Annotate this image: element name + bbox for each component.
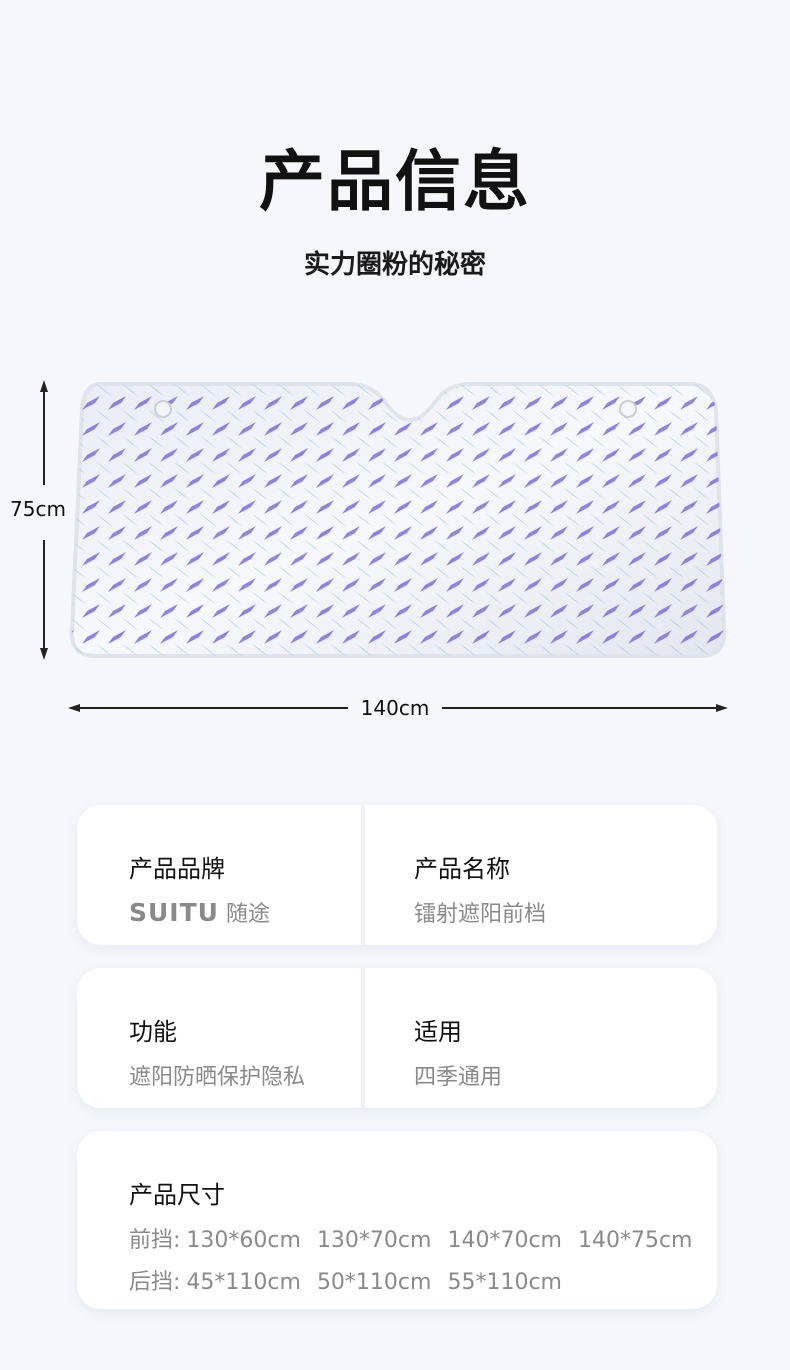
width-arrow <box>68 704 728 712</box>
brand-label: 产品品牌 <box>129 855 225 883</box>
usage-cell: 适用 四季通用 <box>414 1012 502 1091</box>
page-subtitle: 实力圈粉的秘密 <box>303 250 486 280</box>
brand-cell: 产品品牌 SUITU 随途 <box>129 849 270 928</box>
rear-size: 55*110cm <box>447 1270 562 1295</box>
function-label: 功能 <box>129 1018 177 1046</box>
brand-value: SUITU 随途 <box>129 896 270 928</box>
front-size: 130*70cm <box>316 1228 432 1253</box>
brand-cn: 随途 <box>225 902 270 927</box>
card-divider <box>361 968 365 1108</box>
height-arrow <box>40 380 48 660</box>
size-card: 产品尺寸 前挡:130*60cm 130*70cm 140*70cm 140*75cm… <box>77 1131 717 1309</box>
front-size-row: 前挡:130*60cm 130*70cm 140*70cm 140*75cm <box>129 1222 708 1254</box>
usage-label: 适用 <box>414 1018 462 1046</box>
function-usage-card: 功能 遮阳防晒保护隐私 适用 四季通用 <box>77 968 717 1108</box>
front-label: 前挡: <box>129 1228 181 1253</box>
suction-cup-icon <box>619 400 637 418</box>
width-label: 140cm <box>360 696 430 720</box>
suction-cup-icon <box>154 400 172 418</box>
rear-size: 45*110cm <box>186 1270 301 1295</box>
front-size: 140*70cm <box>447 1228 562 1253</box>
name-cell: 产品名称 镭射遮阳前档 <box>414 849 546 928</box>
rear-size: 50*110cm <box>316 1270 432 1295</box>
size-cell: 产品尺寸 前挡:130*60cm 130*70cm 140*70cm 140*75cm… <box>129 1175 708 1296</box>
brand-name-card: 产品品牌 SUITU 随途 产品名称 镭射遮阳前档 <box>77 805 717 945</box>
name-label: 产品名称 <box>414 855 510 883</box>
front-size: 140*75cm <box>577 1228 693 1253</box>
name-value: 镭射遮阳前档 <box>414 902 547 927</box>
sunshade-image <box>69 382 727 658</box>
function-value: 遮阳防晒保护隐私 <box>129 1065 306 1090</box>
card-divider <box>361 805 365 945</box>
page-title: 产品信息 <box>259 143 531 220</box>
brand-logo-text: SUITU <box>129 898 219 927</box>
product-illustration <box>40 380 728 712</box>
size-label: 产品尺寸 <box>129 1181 225 1209</box>
front-size: 130*60cm <box>186 1228 301 1253</box>
usage-value: 四季通用 <box>414 1065 503 1090</box>
rear-label: 后挡: <box>129 1270 181 1295</box>
height-label: 75cm <box>10 497 66 521</box>
function-cell: 功能 遮阳防晒保护隐私 <box>129 1012 305 1091</box>
rear-size-row: 后挡:45*110cm 50*110cm 55*110cm <box>129 1264 708 1296</box>
